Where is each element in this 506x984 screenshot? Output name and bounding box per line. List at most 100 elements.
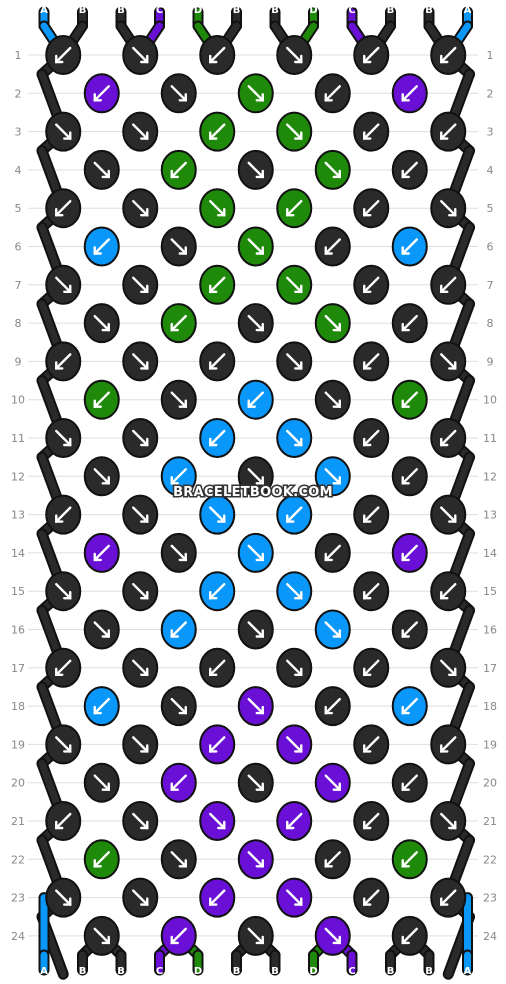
knot-arrowhead-icon (140, 820, 149, 830)
knot-arrow-icon (247, 927, 264, 945)
knot (122, 877, 159, 918)
row-label-left: 22 (11, 853, 25, 866)
knot-arrowhead-icon (63, 591, 72, 600)
knot (353, 877, 390, 918)
knot (237, 149, 274, 190)
knot-arrow-icon (286, 123, 303, 140)
knot-arrowhead-icon (55, 820, 64, 830)
knot-arrowhead-icon (140, 437, 149, 447)
knot-arrow-icon (55, 123, 72, 140)
knot (391, 456, 428, 497)
knot-arrow-icon (55, 659, 72, 676)
knot-arrow-icon (440, 659, 457, 676)
knot-arrowhead-icon (440, 54, 449, 64)
knot-arrow-icon (247, 621, 264, 638)
bottom-string-letter: A (464, 966, 472, 977)
knot (276, 647, 313, 688)
knot-arrow-icon (209, 46, 226, 64)
knot-arrow-icon (247, 774, 264, 791)
knot-arrow-icon (247, 314, 264, 332)
row-label-right: 21 (483, 815, 497, 828)
knot (430, 571, 467, 612)
knot-arrowhead-icon (255, 552, 264, 562)
knot-arrowhead-icon (363, 744, 372, 753)
bottom-string-letter: B (271, 966, 279, 977)
knot-arrowhead-icon (324, 552, 333, 562)
knot (199, 494, 236, 535)
knot-arrow-icon (401, 774, 418, 791)
knot (237, 456, 274, 497)
knot (276, 418, 313, 458)
knot (199, 418, 236, 458)
knot-arrowhead-icon (401, 169, 410, 179)
knot-arrow-icon (324, 161, 341, 179)
knot (83, 303, 120, 344)
knot-arrowhead-icon (178, 93, 187, 102)
knot-arrow-icon (401, 621, 418, 638)
knot-arrow-icon (209, 276, 226, 293)
knot (45, 877, 82, 918)
knot-arrowhead-icon (255, 705, 264, 715)
knot-arrowhead-icon (401, 322, 410, 332)
knot-arrow-icon (209, 736, 226, 753)
knot-arrow-icon (132, 506, 149, 523)
knot-arrowhead-icon (363, 361, 372, 370)
knot (122, 264, 159, 305)
knot (391, 762, 428, 803)
knot (160, 762, 197, 803)
knot-arrow-icon (324, 851, 341, 868)
knot (199, 35, 236, 75)
knot-arrow-icon (286, 812, 303, 830)
knot-arrow-icon (247, 85, 264, 102)
row-label-left: 5 (15, 202, 22, 215)
knot-arrow-icon (324, 468, 341, 485)
bottom-string-letter: B (387, 966, 395, 977)
knot-arrowhead-icon (63, 284, 72, 293)
knot-arrowhead-icon (332, 169, 341, 179)
knot-arrow-icon (401, 544, 418, 562)
knot-arrowhead-icon (324, 246, 333, 255)
knot-arrow-icon (209, 353, 226, 370)
knot-arrowhead-icon (170, 935, 179, 945)
knot-arrowhead-icon (324, 93, 333, 102)
knot (237, 73, 274, 114)
knot-arrowhead-icon (217, 208, 226, 217)
knot-arrowhead-icon (332, 399, 341, 408)
knot-arrow-icon (170, 544, 187, 562)
row-label-left: 7 (15, 279, 22, 292)
knot-arrowhead-icon (294, 591, 303, 600)
knot-arrow-icon (286, 46, 303, 64)
knot-arrow-icon (170, 314, 187, 332)
knot-arrowhead-icon (140, 361, 149, 370)
knot-arrow-icon (247, 391, 264, 408)
knot-arrowhead-icon (178, 246, 187, 255)
knot-arrow-icon (247, 238, 264, 255)
knot (314, 686, 351, 727)
knot-arrow-icon (401, 391, 418, 408)
knot-arrow-icon (247, 468, 264, 485)
knot (160, 839, 197, 880)
knot-arrow-icon (440, 736, 457, 753)
knot (45, 801, 82, 841)
knot-arrowhead-icon (209, 591, 218, 600)
knot-arrowhead-icon (55, 208, 64, 217)
row-label-left: 6 (15, 241, 22, 254)
knot-arrowhead-icon (440, 897, 449, 906)
knot-arrow-icon (440, 583, 457, 600)
knot-arrow-icon (286, 736, 303, 753)
knot-arrowhead-icon (209, 437, 218, 447)
row-label-left: 19 (11, 738, 25, 751)
knot (199, 647, 236, 688)
knot-arrowhead-icon (401, 782, 410, 791)
knot-arrowhead-icon (363, 820, 372, 830)
knot-arrowhead-icon (101, 322, 110, 332)
knot-arrow-icon (55, 812, 72, 830)
knot-arrowhead-icon (363, 591, 372, 600)
row-label-right: 17 (483, 662, 497, 675)
knot-arrowhead-icon (170, 782, 179, 791)
knot (430, 647, 467, 688)
knot-arrow-icon (209, 200, 226, 217)
